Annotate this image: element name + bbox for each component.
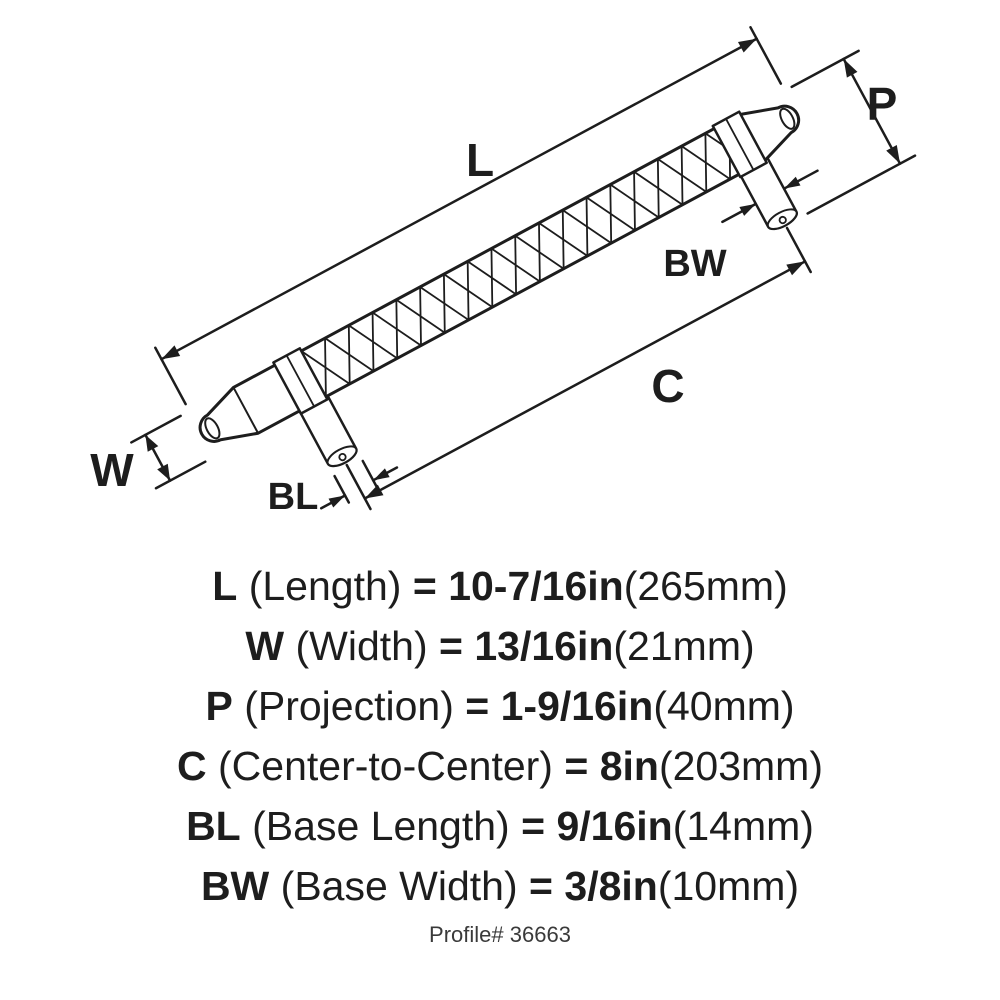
spec-name: (Base Width) — [280, 863, 518, 909]
spec-value: 9/16in — [556, 803, 673, 849]
spec-value: 10-7/16in — [448, 563, 624, 609]
spec-name: (Width) — [295, 623, 428, 669]
spec-abbr: P — [205, 683, 233, 729]
spec-equals: = — [564, 743, 589, 789]
spec-line-base-length: BL (Base Length) = 9/16in(14mm) — [0, 796, 1000, 856]
spec-abbr: BL — [186, 803, 241, 849]
knurl-texture — [324, 132, 725, 398]
dim-label-W: W — [90, 444, 134, 496]
knurl-texture — [300, 145, 731, 385]
spec-line-center-to-center: C (Center-to-Center) = 8in(203mm) — [0, 736, 1000, 796]
spec-value: 1-9/16in — [500, 683, 654, 729]
spec-metric: (203mm) — [658, 743, 823, 789]
dim-W-lines — [130, 414, 207, 490]
spec-value: 8in — [599, 743, 659, 789]
dim-BW-lines — [721, 169, 819, 224]
left-post — [298, 395, 358, 468]
screw-hole-icon — [778, 215, 787, 225]
spec-value: 3/8in — [564, 863, 658, 909]
spec-equals: = — [465, 683, 490, 729]
spec-line-length: L (Length) = 10-7/16in(265mm) — [0, 556, 1000, 616]
right-post — [738, 158, 798, 231]
dim-L-lines — [154, 26, 783, 406]
spec-name: (Length) — [248, 563, 402, 609]
spec-equals: = — [439, 623, 463, 669]
spec-line-width: W (Width) = 13/16in(21mm) — [0, 616, 1000, 676]
dim-label-L: L — [466, 134, 494, 186]
spec-abbr: W — [245, 623, 285, 669]
dim-label-BW: BW — [663, 243, 726, 285]
dim-BL-lines — [319, 459, 399, 510]
dim-label-P: P — [867, 78, 898, 130]
spec-equals: = — [412, 563, 437, 609]
dim-C-lines — [345, 226, 812, 511]
spec-name: (Base Length) — [252, 803, 510, 849]
spec-equals: = — [529, 863, 553, 909]
spec-metric: (265mm) — [623, 563, 788, 609]
pull-dimension-diagram: L W P C BL BW — [90, 26, 917, 518]
dim-label-BL: BL — [268, 476, 319, 518]
profile-number: Profile# 36663 — [429, 922, 571, 947]
collar-rings — [272, 110, 768, 415]
spec-value: 13/16in — [474, 623, 614, 669]
spec-equals: = — [521, 803, 546, 849]
dim-P-lines — [790, 49, 917, 215]
spec-metric: (21mm) — [613, 623, 755, 669]
spec-name: (Center-to-Center) — [218, 743, 553, 789]
spec-line-base-width: BW (Base Width) = 3/8in(10mm) — [0, 856, 1000, 916]
spec-abbr: C — [177, 743, 207, 789]
spec-list: L (Length) = 10-7/16in(265mm) W (Width) … — [0, 556, 1000, 916]
spec-metric: (14mm) — [672, 803, 814, 849]
spec-line-projection: P (Projection) = 1-9/16in(40mm) — [0, 676, 1000, 736]
spec-metric: (40mm) — [653, 683, 795, 729]
spec-metric: (10mm) — [657, 863, 800, 909]
dim-label-C: C — [651, 360, 684, 412]
spec-abbr: BW — [200, 863, 270, 909]
screw-hole-icon — [338, 452, 347, 462]
spec-name: (Projection) — [244, 683, 454, 729]
spec-abbr: L — [212, 563, 238, 609]
